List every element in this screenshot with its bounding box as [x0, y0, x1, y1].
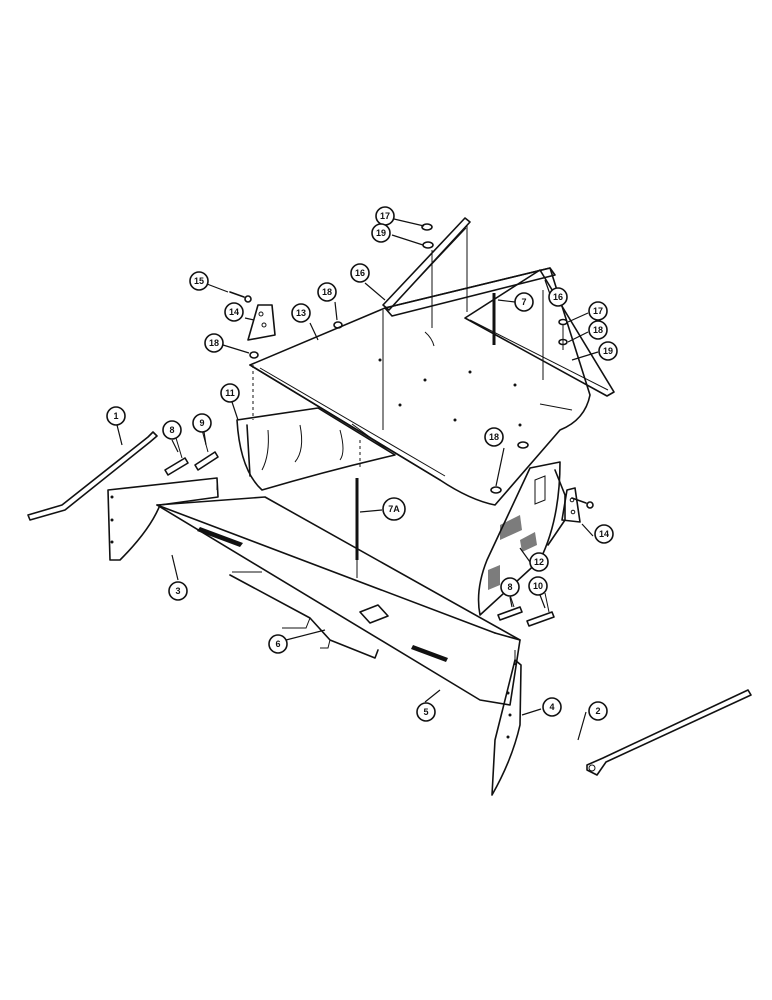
callout-16-left-label: 16: [355, 268, 365, 278]
callout-17-right: 17: [588, 301, 608, 321]
callout-18-c-label: 18: [593, 325, 603, 335]
callout-7a-label: 7A: [388, 504, 400, 514]
callout-18-a-label: 18: [322, 287, 332, 297]
callout-3: 3: [168, 581, 188, 601]
callout-13-label: 13: [296, 308, 306, 318]
rod-left: [27, 431, 158, 521]
callout-5: 5: [416, 702, 436, 722]
callout-1: 1: [106, 406, 126, 426]
callout-14-left: 14: [224, 302, 244, 322]
mount-plate-left: [247, 304, 276, 341]
callout-14-right-label: 14: [599, 529, 609, 539]
callout-19-top: 19: [371, 223, 391, 243]
callout-18-b-label: 18: [209, 338, 219, 348]
top-deck: [249, 267, 591, 506]
callout-11: 11: [220, 383, 240, 403]
callout-6: 6: [268, 634, 288, 654]
callout-15-label: 15: [194, 276, 204, 286]
callout-14-right: 14: [594, 524, 614, 544]
callout-14-left-label: 14: [229, 307, 239, 317]
callout-8-left-label: 8: [169, 425, 174, 435]
callout-19-right: 19: [598, 341, 618, 361]
callout-4-label: 4: [549, 702, 554, 712]
hardware: [229, 223, 594, 509]
callout-1-label: 1: [113, 411, 118, 421]
callout-8-left: 8: [162, 420, 182, 440]
callout-18-d-label: 18: [489, 432, 499, 442]
callout-18-c: 18: [588, 320, 608, 340]
callout-9: 9: [192, 413, 212, 433]
callout-18-a: 18: [317, 282, 337, 302]
curved-deflector-right: [477, 461, 566, 616]
clip-right-b: [526, 592, 555, 627]
callout-16-right: 16: [548, 287, 568, 307]
callout-5-label: 5: [423, 707, 428, 717]
callout-13: 13: [291, 303, 311, 323]
callout-19-top-label: 19: [376, 228, 386, 238]
callout-8-right-label: 8: [507, 582, 512, 592]
callout-17-top: 17: [375, 206, 395, 226]
leader-lines: [116, 218, 599, 741]
callout-2: 2: [588, 701, 608, 721]
callout-18-d: 18: [484, 427, 504, 447]
callout-3-label: 3: [175, 586, 180, 596]
callout-4: 4: [542, 697, 562, 717]
clip-right: [497, 594, 523, 621]
callout-7: 7: [514, 292, 534, 312]
lower-front-panel: [156, 496, 521, 706]
callout-10-label: 10: [533, 581, 543, 591]
bracket-strips: [229, 571, 379, 659]
callout-8-right: 8: [500, 577, 520, 597]
callout-6-label: 6: [275, 639, 280, 649]
callout-17-top-label: 17: [380, 211, 390, 221]
side-panel-right: [491, 650, 522, 796]
callout-16-right-label: 16: [553, 292, 563, 302]
callout-16-left: 16: [350, 263, 370, 283]
rod-right: [586, 689, 752, 776]
callout-18-b: 18: [204, 333, 224, 353]
assembly-lines: [252, 225, 564, 470]
curved-deflector-left: [236, 407, 396, 491]
callout-7a: 7A: [382, 497, 406, 521]
side-panel-left: [107, 477, 219, 561]
callout-11-label: 11: [225, 388, 235, 398]
clip-left: [164, 437, 189, 476]
callout-7-label: 7: [521, 297, 526, 307]
callout-9-label: 9: [199, 418, 204, 428]
callout-17-right-label: 17: [593, 306, 603, 316]
callout-2-label: 2: [595, 706, 600, 716]
callout-12-label: 12: [534, 557, 544, 567]
callout-12: 12: [529, 552, 549, 572]
callout-15: 15: [189, 271, 209, 291]
callout-19-right-label: 19: [603, 346, 613, 356]
clip-left-b: [194, 429, 219, 471]
callout-10: 10: [528, 576, 548, 596]
rail-left: [382, 217, 471, 311]
